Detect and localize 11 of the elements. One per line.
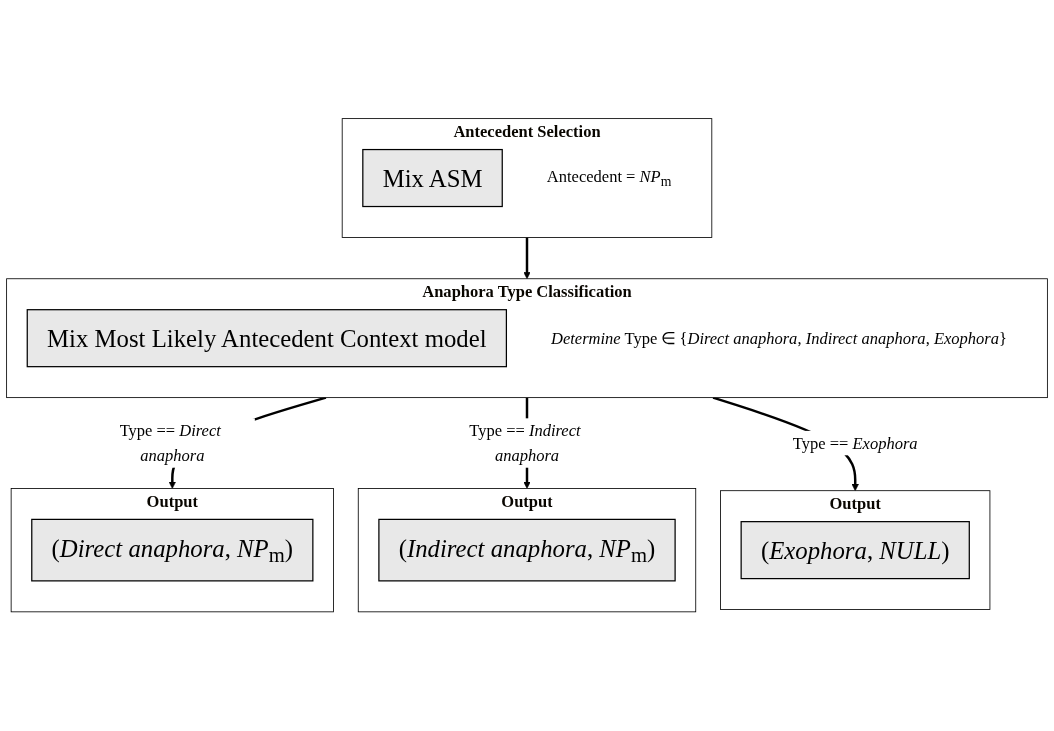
node-box: (Direct anaphora, NP$_{m}$) bbox=[31, 519, 314, 582]
node-box: (Exophora, NULL) bbox=[740, 521, 970, 580]
node-text: Determine Type ∈ {Direct anaphora, Indirect anaphora, Exophora} bbox=[550, 329, 1007, 348]
node-text: Antecedent = NP$_{m}$ bbox=[546, 167, 672, 190]
node-box: Mix Most Likely Antecedent Context model bbox=[26, 309, 507, 368]
edge-label: Type == Direct anaphora bbox=[119, 421, 221, 465]
edge-label: Type == Indirect anaphora bbox=[469, 421, 581, 465]
edge-label: Type == Exophora bbox=[792, 434, 918, 453]
node-box: Mix ASM bbox=[362, 149, 503, 208]
node-box: (Indirect anaphora, NP$_{m}$) bbox=[378, 519, 676, 582]
arrow bbox=[523, 237, 531, 280]
